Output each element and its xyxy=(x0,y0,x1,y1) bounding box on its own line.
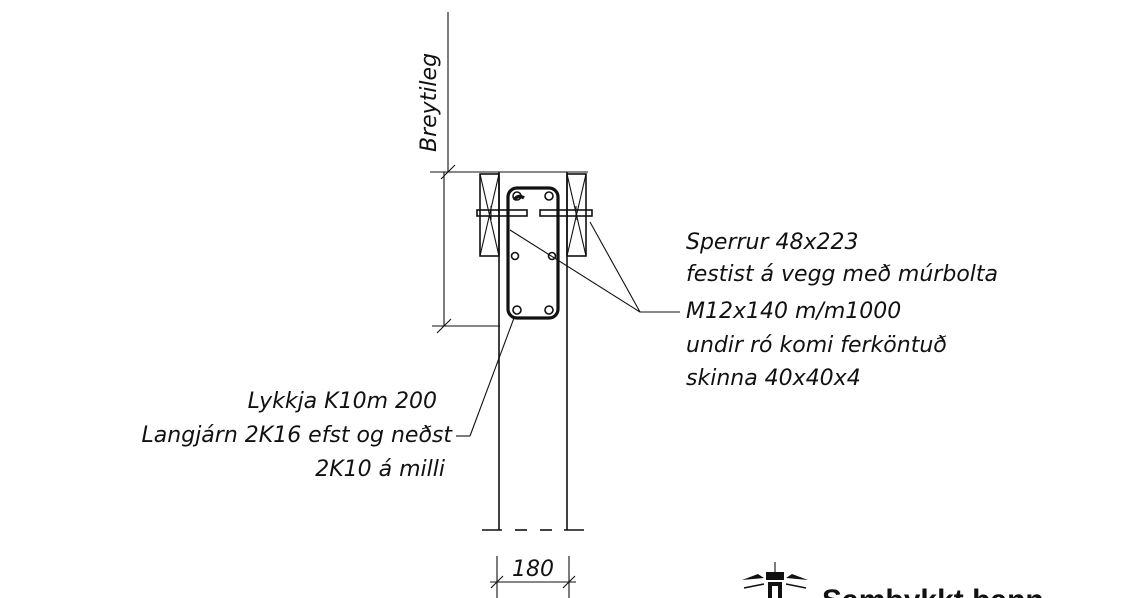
rafter-note-line: M12x140 m/m1000 xyxy=(686,299,901,324)
rebar-note-line: Langjárn 2K16 efst og neðst xyxy=(142,423,454,448)
width-dimension xyxy=(490,556,576,598)
approval-stamp: Samþykkt þann xyxy=(742,562,1044,598)
longitudinal-bars xyxy=(510,191,557,315)
rafter-note-line: undir ró komi ferköntuð xyxy=(686,333,947,358)
rebar-note-line: 2K10 á milli xyxy=(315,457,445,482)
approval-stamp-text: Samþykkt þann xyxy=(822,584,1044,598)
rafter-note-line: festist á vegg með múrbolta xyxy=(686,262,998,287)
rafter-note-line: skinna 40x40x4 xyxy=(686,366,861,391)
wall-height-label: Breytileg xyxy=(417,53,442,152)
wall-outline xyxy=(482,172,584,531)
rafter-note-leaders xyxy=(509,221,680,313)
height-dimension xyxy=(430,12,588,334)
building-crest-icon xyxy=(742,562,808,598)
rafter-note: Sperrur 48x223 festist á vegg með múrbol… xyxy=(686,230,998,391)
rebar-note-leader xyxy=(456,317,515,437)
rebar-note: Lykkja K10m 200 Langjárn 2K16 efst og ne… xyxy=(142,389,454,482)
rafter-note-line: Sperrur 48x223 xyxy=(686,230,859,255)
anchor-bolts xyxy=(476,206,593,220)
rebar-note-line: Lykkja K10m 200 xyxy=(248,389,437,414)
rafter-left xyxy=(479,173,500,257)
wall-width-dimension-label: 180 xyxy=(512,557,554,582)
